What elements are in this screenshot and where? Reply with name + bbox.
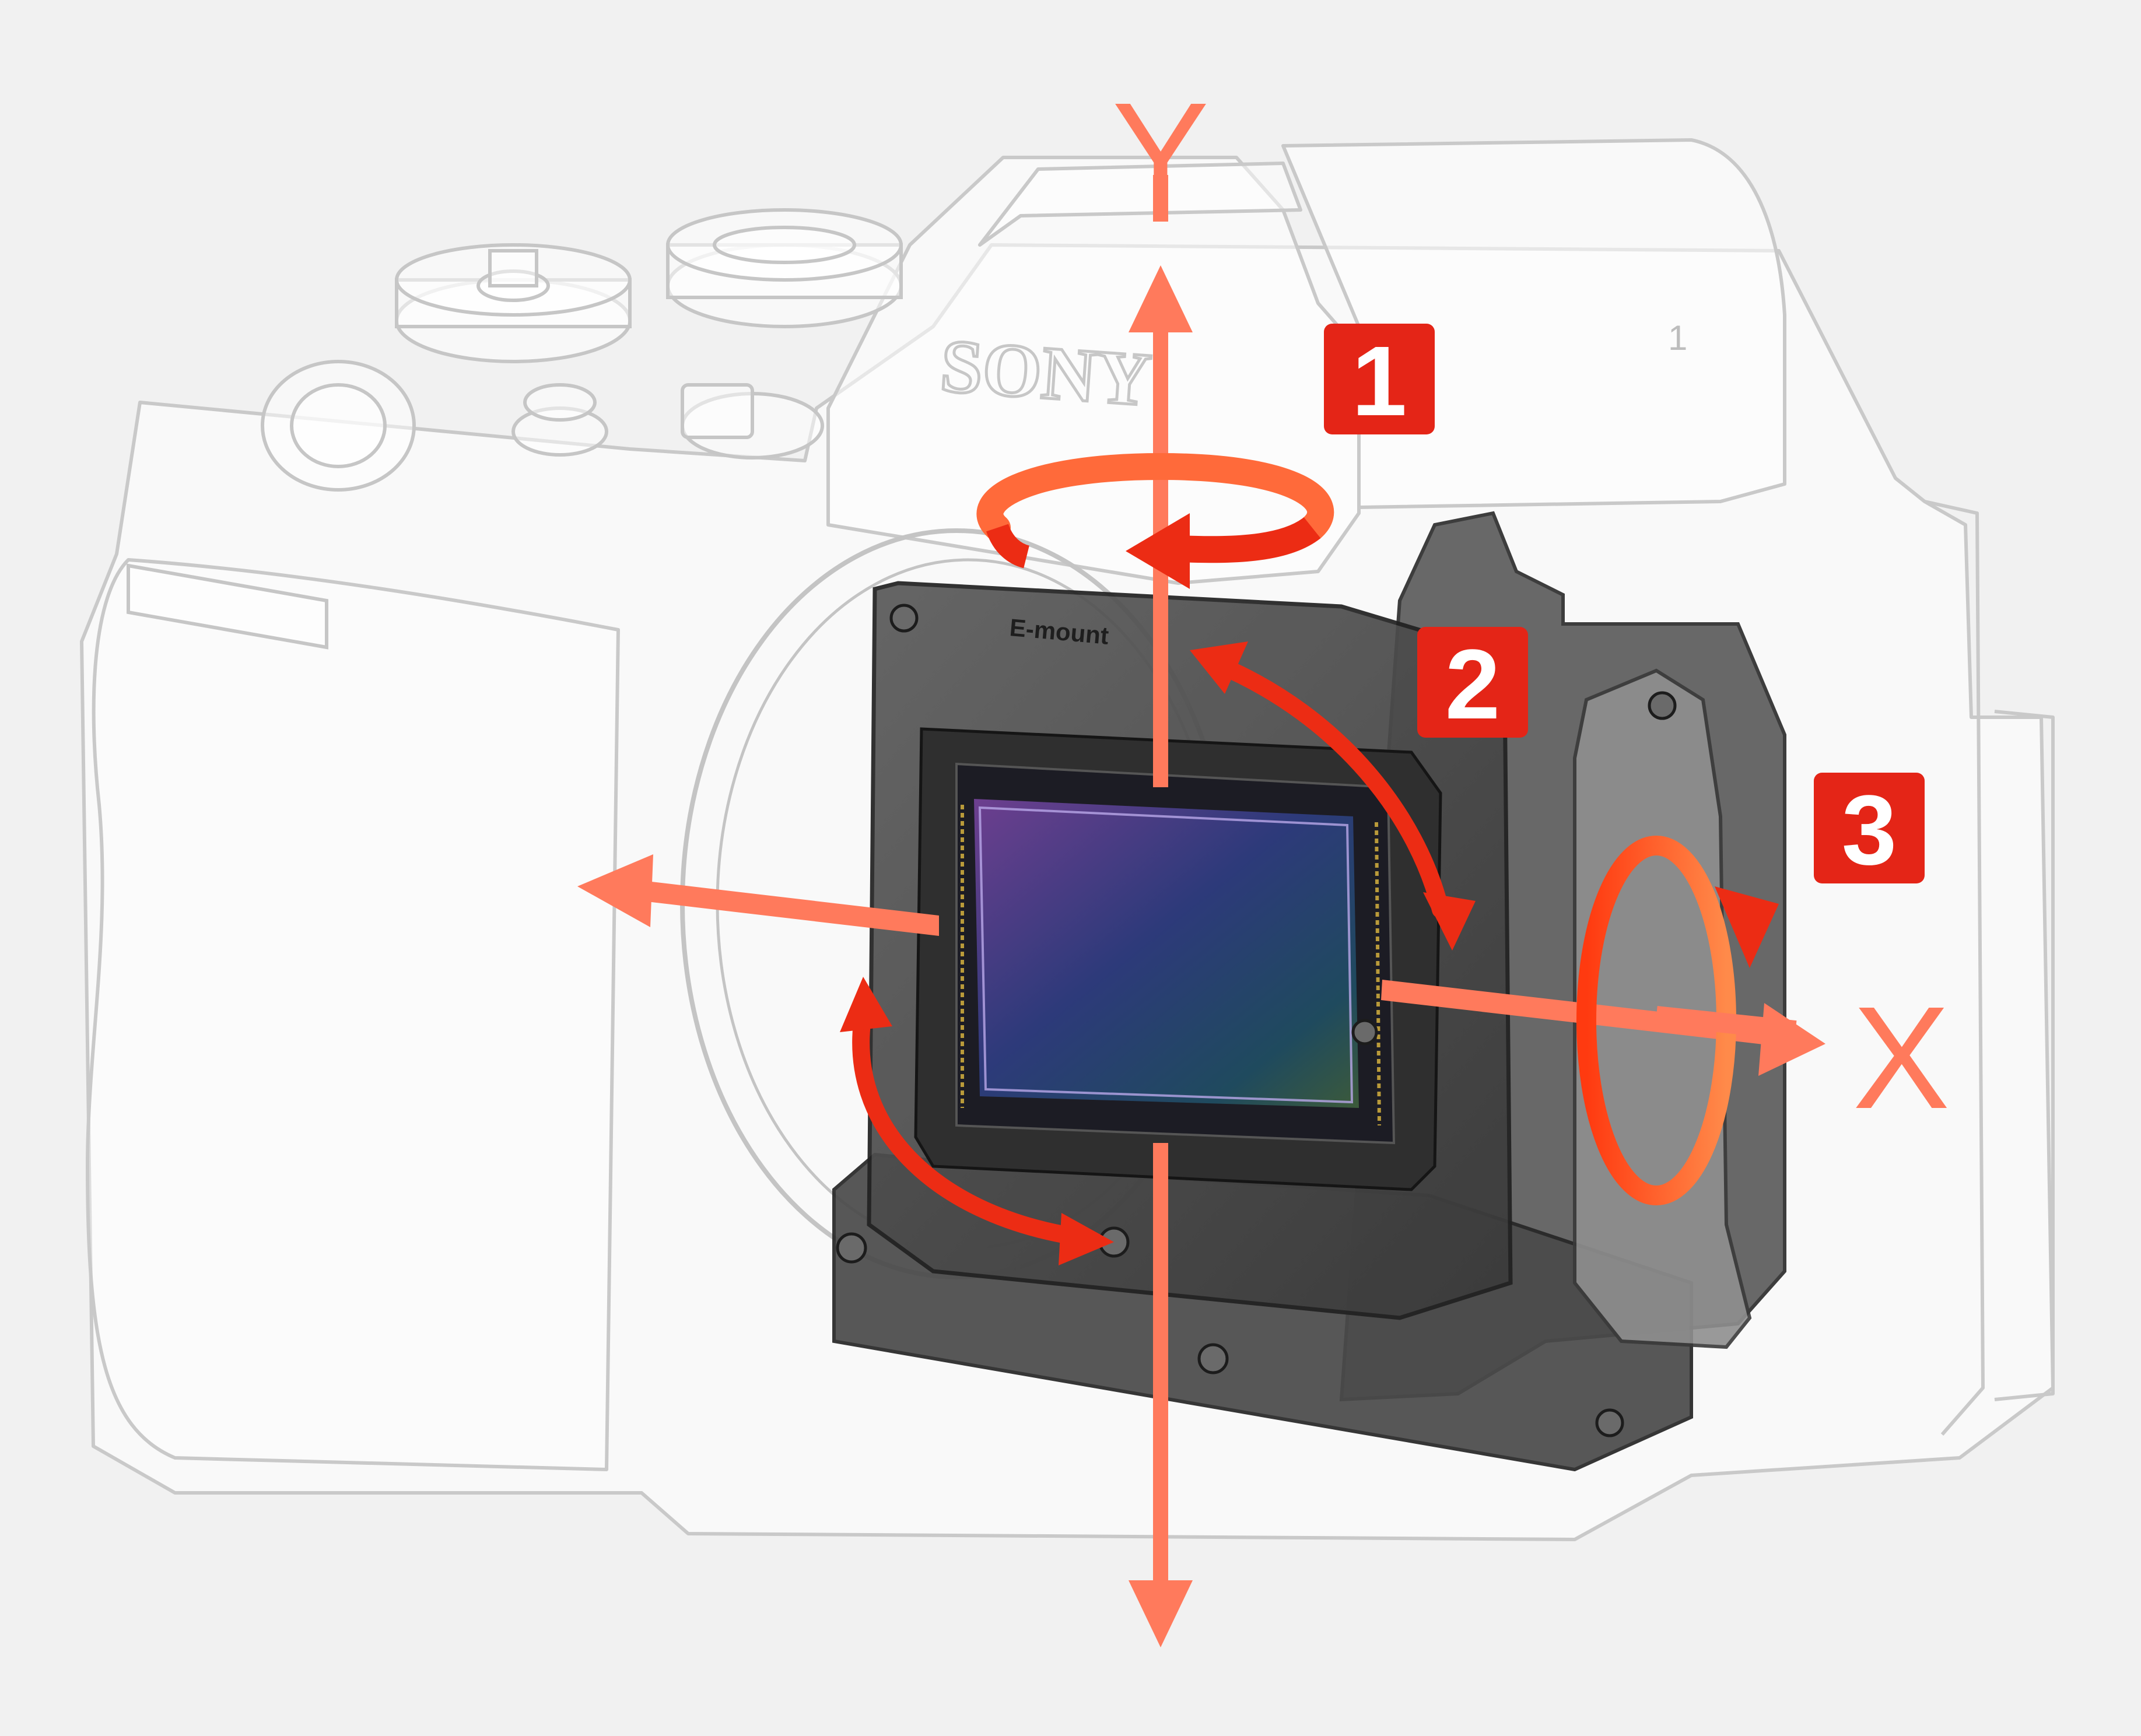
y-axis-arrow-down	[1129, 1143, 1193, 1647]
rotation-arrow-pitch	[1190, 641, 1476, 951]
control-dials	[127, 208, 903, 650]
stabilizer-unit: E-mount	[832, 511, 1786, 1472]
x-axis-arrow-left	[577, 854, 939, 936]
axis-y-label: Y	[1112, 72, 1210, 235]
model-mark: 1	[1668, 318, 1687, 357]
y-axis-top-line	[1153, 175, 1168, 222]
rotation-arrow-yaw	[976, 453, 1334, 589]
badge-1-label: 1	[1352, 326, 1407, 437]
badge-2-label: 2	[1445, 629, 1501, 740]
axis-x-label: X	[1853, 976, 1950, 1139]
rotation-arrow-roll-left	[840, 977, 1114, 1265]
rotation-arrow-roll	[1576, 836, 1797, 1205]
badge-3: 3	[1814, 773, 1925, 886]
brand-logo: SONY	[938, 324, 1154, 422]
badge-1: 1	[1324, 324, 1435, 437]
badge-3-label: 3	[1842, 775, 1897, 886]
badge-2: 2	[1417, 627, 1528, 740]
